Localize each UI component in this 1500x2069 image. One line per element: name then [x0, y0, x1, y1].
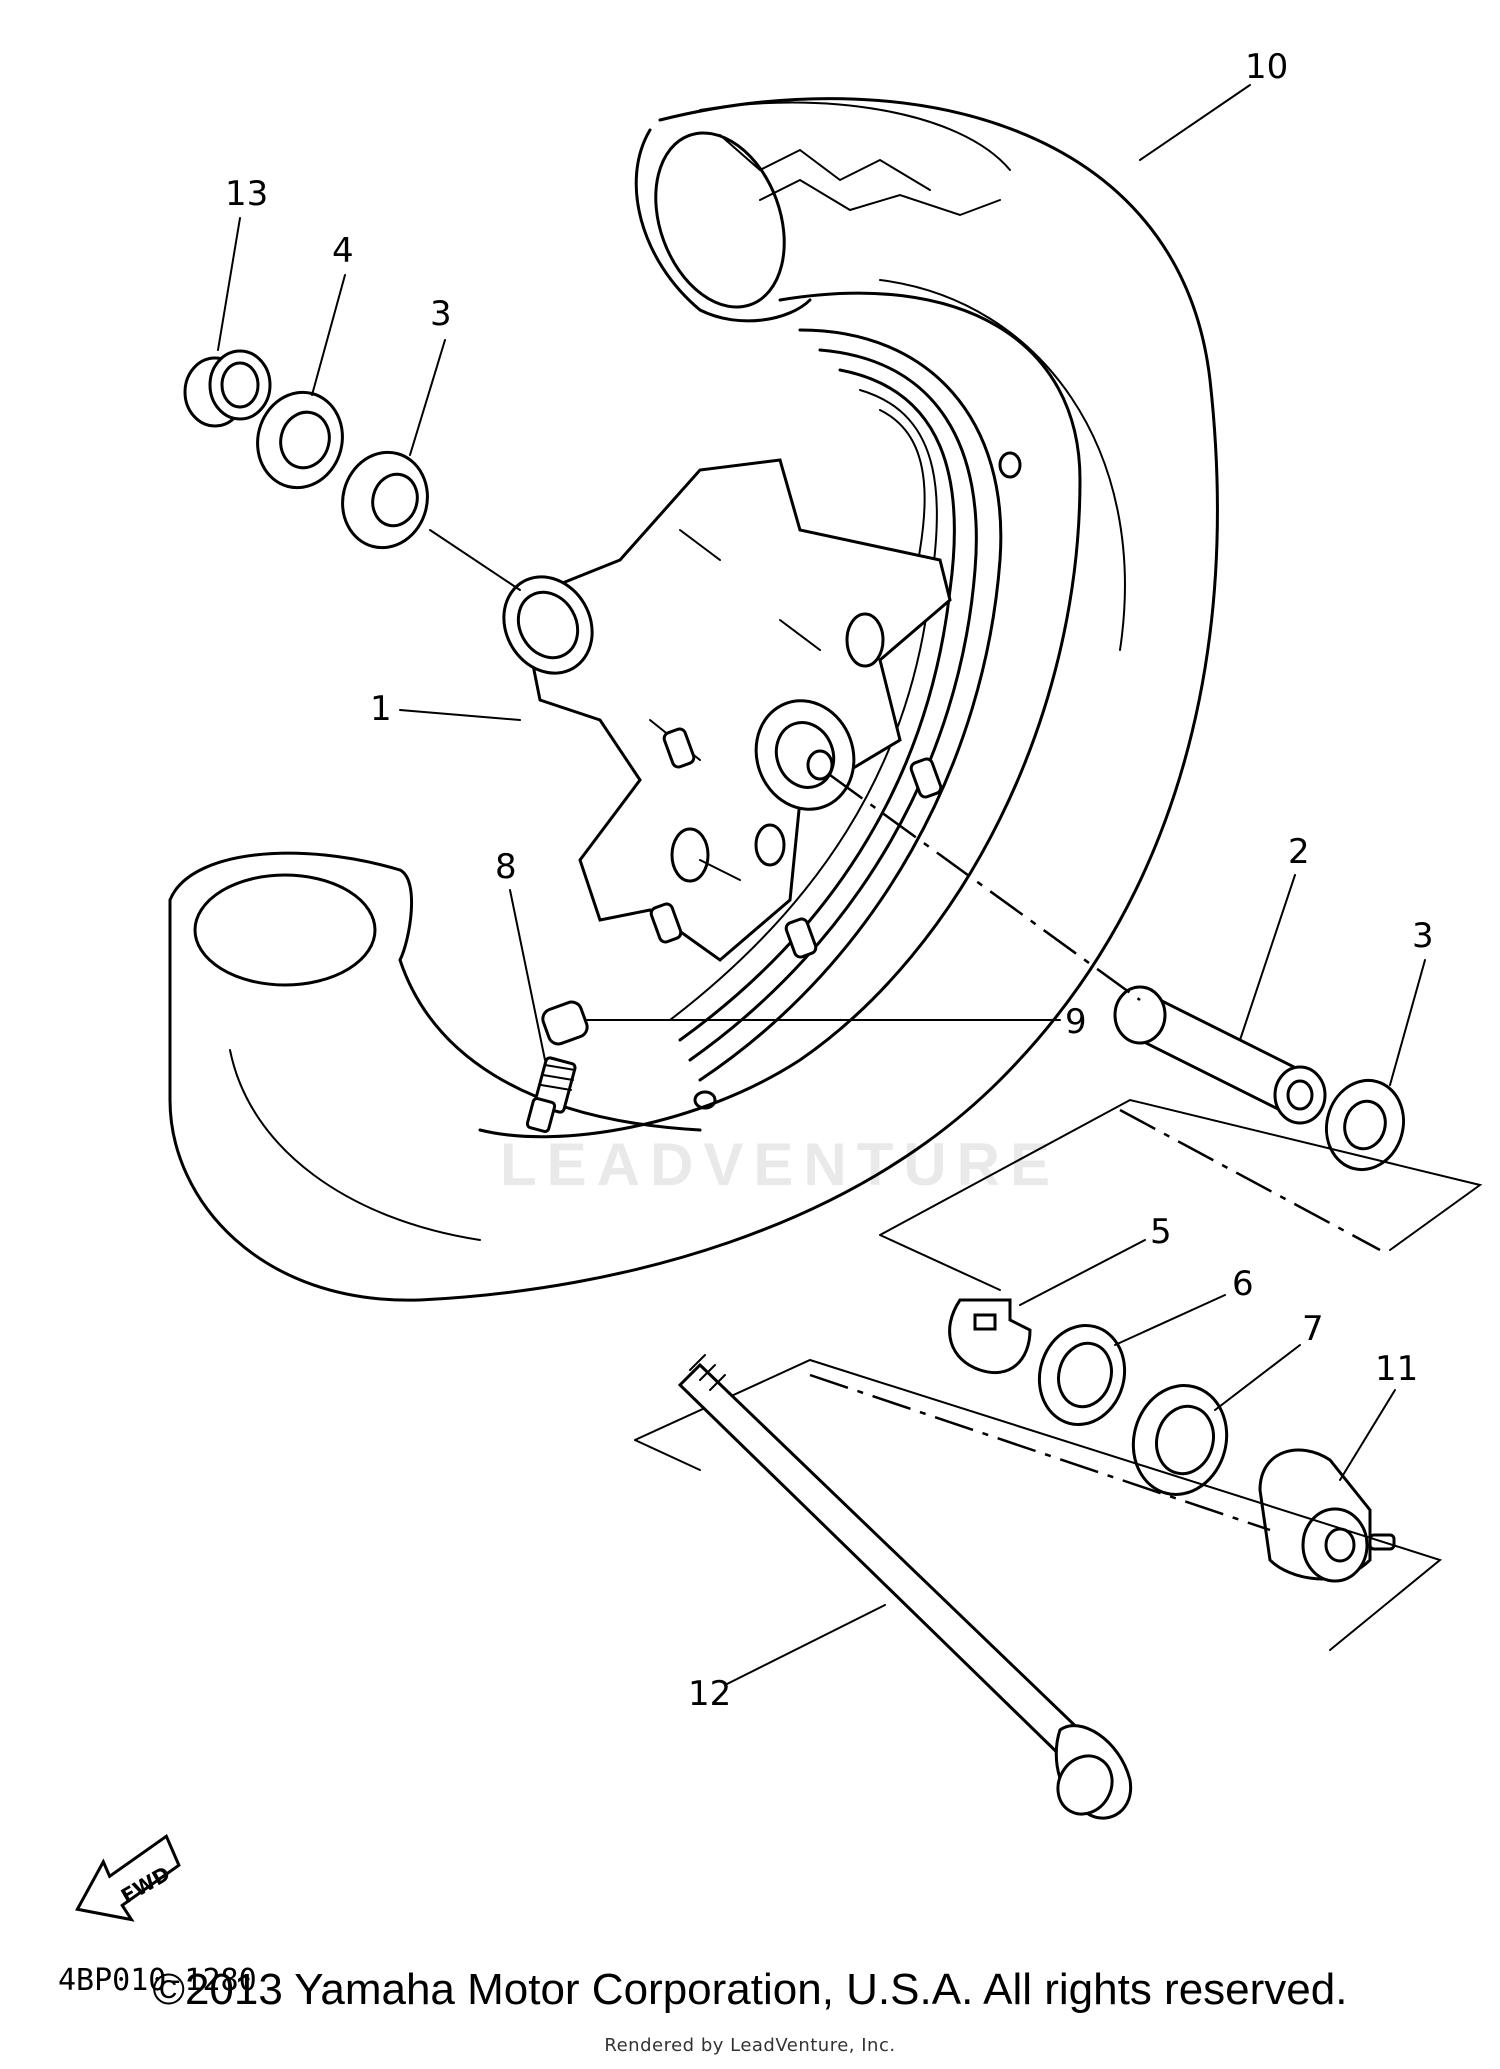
callout-13: 13	[225, 174, 268, 214]
leader-9	[509, 889, 546, 1061]
callout-11: 11	[1375, 1349, 1418, 1389]
diagram-code: 4BP010-1280	[58, 1963, 257, 1998]
seal-part-7	[1131, 1384, 1229, 1496]
collar	[183, 349, 272, 428]
callout-2: 2	[1288, 832, 1310, 872]
leader-7	[1214, 1344, 1301, 1411]
leader-13	[217, 217, 241, 351]
tire	[168, 97, 1219, 1302]
leader-line-bearing-hub	[429, 529, 521, 591]
leader-12	[724, 1604, 886, 1686]
spacer	[1113, 985, 1327, 1125]
callout-3-upper: 3	[430, 294, 452, 334]
group-box-upper	[879, 1098, 1483, 1291]
leader-11	[1339, 1389, 1396, 1481]
callout-8: 10	[1245, 47, 1288, 87]
meter-gear-unit	[1258, 1448, 1396, 1583]
callout-6: 6	[1232, 1264, 1254, 1304]
bearing-lower	[1324, 1078, 1406, 1172]
leader-3-upper	[409, 339, 446, 456]
fwd-arrow-icon: FWD	[75, 1833, 181, 1922]
callout-12: 12	[688, 1674, 731, 1714]
bearing-upper	[341, 450, 429, 550]
callout-4: 4	[332, 231, 354, 271]
leader-4	[311, 274, 346, 396]
group-box-dash-upper	[1119, 1108, 1381, 1252]
callouts: 10 13 4 3 1 8 9 2 3 5 6 7 11 12	[217, 47, 1434, 1714]
rendered-by-text: Rendered by LeadVenture, Inc.	[604, 2035, 896, 2056]
leader-6	[1114, 1294, 1226, 1346]
leader-8	[1139, 84, 1251, 161]
axle-centerline	[829, 773, 1141, 1002]
oil-seal-upper	[256, 390, 344, 490]
group-box-dash-lower	[809, 1373, 1271, 1532]
air-valve	[525, 1056, 577, 1133]
meter-clutch	[948, 1298, 1032, 1375]
balance-weight	[541, 1000, 717, 1110]
leader-3-lower	[1389, 959, 1426, 1086]
callout-1: 1	[370, 689, 392, 729]
leader-1	[399, 709, 521, 721]
callout-5: 5	[1150, 1212, 1172, 1252]
leader-2	[1239, 874, 1296, 1041]
wheel-hub	[502, 451, 1022, 962]
axle	[677, 1354, 1133, 1820]
copyright-text: ©2013 Yamaha Motor Corporation, U.S.A. A…	[152, 1965, 1348, 2014]
leader-5	[1019, 1239, 1146, 1306]
callout-10: 9	[1065, 1002, 1087, 1042]
callout-9: 8	[495, 847, 517, 887]
callout-7: 7	[1302, 1309, 1324, 1349]
callout-3-lower: 3	[1412, 916, 1434, 956]
watermark: LEADVENTURE	[500, 1131, 1060, 1198]
oil-seal-lower	[1037, 1323, 1127, 1427]
